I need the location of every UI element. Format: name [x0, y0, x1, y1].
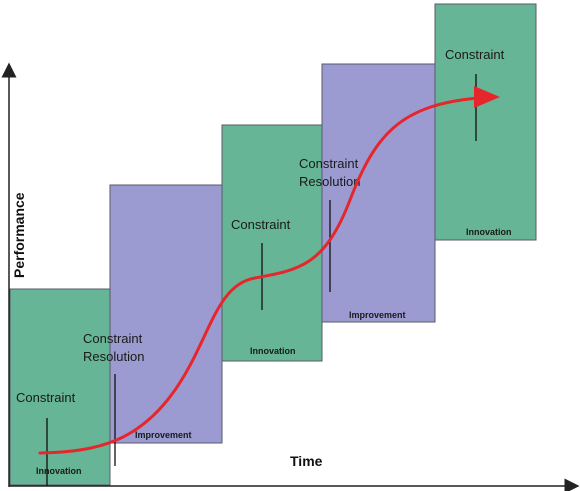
constraint-resolution-label-2a: Constraint: [299, 156, 359, 171]
y-axis-title: Performance: [11, 192, 27, 278]
constraint-resolution-label-1a: Constraint: [83, 331, 143, 346]
improvement-block-1: [109, 184, 223, 444]
improvement-block-2: [321, 63, 436, 323]
constraint-resolution-label-2b: Resolution: [299, 174, 360, 189]
improvement-label-2: Improvement: [349, 310, 406, 320]
constraint-label-2: Constraint: [231, 217, 291, 232]
constraint-resolution-label-1b: Resolution: [83, 349, 144, 364]
innovation-label-2: Innovation: [250, 346, 296, 356]
innovation-block-2: [221, 124, 323, 362]
constraint-label-1: Constraint: [16, 390, 76, 405]
constraint-label-3: Constraint: [445, 47, 505, 62]
innovation-block-3: [434, 3, 537, 241]
innovation-label-3: Innovation: [466, 227, 512, 237]
performance-arrowhead: [474, 86, 500, 108]
improvement-label-1: Improvement: [135, 430, 192, 440]
x-axis-title: Time: [290, 453, 323, 469]
innovation-label-1: Innovation: [36, 466, 82, 476]
innovation-block-1: [9, 288, 111, 486]
performance-curve: [38, 96, 480, 455]
